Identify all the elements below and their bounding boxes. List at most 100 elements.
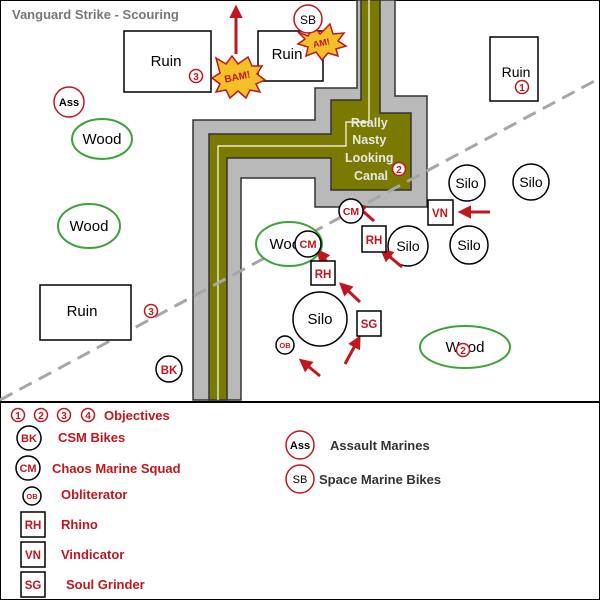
svg-text:1: 1 (15, 411, 21, 422)
svg-text:Ruin: Ruin (502, 64, 531, 80)
objective-marker-3-ruin: 3 (188, 68, 204, 84)
svg-text:RH: RH (366, 235, 383, 247)
unit-ass: Ass (53, 86, 85, 118)
wood-2: Wood (57, 203, 121, 249)
svg-text:BK: BK (21, 433, 37, 445)
svg-text:3: 3 (61, 411, 67, 422)
canal-label-line-1: Really (351, 116, 388, 130)
svg-text:Ass: Ass (290, 440, 310, 452)
svg-text:SG: SG (25, 580, 42, 592)
svg-text:RH: RH (25, 520, 42, 532)
svg-text:2: 2 (396, 165, 402, 176)
svg-text:RH: RH (315, 269, 332, 281)
canal: Really Nasty Looking Canal (192, 0, 428, 401)
canal-label-line-2: Nasty (352, 133, 386, 147)
unit-sb: SB (293, 4, 323, 34)
legend-objective-2: 2 (33, 407, 49, 423)
svg-text:Ass: Ass (59, 97, 79, 109)
svg-text:BK: BK (161, 365, 178, 377)
svg-text:2: 2 (38, 411, 44, 422)
svg-text:Space Marine Bikes: Space Marine Bikes (319, 472, 441, 487)
svg-text:CM: CM (299, 239, 316, 251)
legend-ob: OB Obliterator (22, 486, 127, 506)
legend-sb: SB Space Marine Bikes (285, 464, 441, 494)
canal-label-line-3: Looking (345, 151, 394, 165)
svg-text:VN: VN (25, 550, 41, 562)
svg-text:CSM Bikes: CSM Bikes (58, 430, 125, 445)
svg-text:Wood: Wood (83, 131, 122, 148)
svg-text:Silo: Silo (307, 311, 332, 328)
svg-text:Silo: Silo (396, 238, 420, 254)
svg-text:OB: OB (279, 341, 291, 350)
unit-bk: BK (155, 355, 183, 383)
objective-marker-2-canal: 2 (391, 161, 407, 177)
svg-text:Ruin: Ruin (151, 53, 182, 70)
arrow-rh-1-icon (379, 248, 403, 269)
unit-rh-1: RH (361, 225, 387, 253)
silo-1: Silo (448, 164, 486, 202)
svg-text:Vindicator: Vindicator (61, 547, 124, 562)
silo-5: Silo (292, 291, 348, 347)
objective-marker-2-wood: 2 (455, 342, 471, 358)
arrow-sg-icon (343, 335, 361, 365)
svg-text:Ruin: Ruin (272, 46, 303, 63)
legend-objectives-label: Objectives (104, 408, 170, 423)
ruin-left: Ruin (39, 284, 132, 341)
svg-text:Silo: Silo (457, 237, 481, 253)
svg-text:SB: SB (300, 13, 316, 27)
arrow-rh-2-icon (339, 282, 362, 304)
svg-text:3: 3 (148, 307, 154, 318)
wood-1: Wood (71, 118, 133, 160)
svg-text:VN: VN (432, 208, 448, 220)
legend-objectives: 1 2 3 4 Objectives (10, 407, 170, 423)
silo-2: Silo (512, 163, 550, 201)
movement-arrows (229, 4, 490, 378)
svg-text:3: 3 (193, 72, 199, 83)
svg-text:Chaos Marine Squad: Chaos Marine Squad (52, 461, 181, 476)
legend-ass: Ass Assault Marines (285, 430, 430, 460)
svg-text:SG: SG (361, 319, 378, 331)
svg-text:BAM!: BAM! (224, 69, 252, 85)
svg-text:Silo: Silo (455, 175, 479, 191)
legend-sg: SG Soul Grinder (20, 571, 145, 598)
svg-text:Ruin: Ruin (67, 303, 98, 320)
objective-marker-1: 1 (514, 79, 530, 95)
map-title: Vanguard Strike - Scouring (12, 7, 179, 22)
svg-text:CM: CM (19, 463, 36, 475)
unit-rh-2: RH (310, 260, 336, 286)
unit-ob: OB (275, 335, 295, 355)
svg-text:2: 2 (460, 346, 466, 357)
unit-cm-2: CM (294, 230, 322, 258)
svg-text:AM!: AM! (312, 36, 331, 49)
svg-text:OB: OB (26, 492, 38, 501)
svg-text:4: 4 (85, 411, 91, 422)
svg-text:Soul Grinder: Soul Grinder (66, 577, 145, 592)
legend-objective-4: 4 (80, 407, 96, 423)
svg-text:Silo: Silo (519, 174, 543, 190)
legend-bk: BK CSM Bikes (16, 425, 125, 451)
unit-vn: VN (427, 199, 454, 226)
ruin-top-right: Ruin (489, 36, 539, 102)
svg-text:SB: SB (293, 474, 308, 486)
legend-objective-1: 1 (10, 407, 26, 423)
silo-3: Silo (387, 225, 429, 267)
objective-marker-3-left: 3 (143, 303, 159, 319)
bam-explosion-icon: BAM! (210, 54, 267, 100)
canal-label: Really Nasty Looking Canal (345, 116, 397, 183)
unit-cm-1: CM (338, 198, 364, 224)
silo-4: Silo (449, 225, 489, 265)
svg-text:Assault Marines: Assault Marines (330, 438, 430, 453)
legend-objective-3: 3 (56, 407, 72, 423)
svg-text:CM: CM (343, 206, 360, 218)
canal-label-line-4: Canal (354, 169, 388, 183)
unit-sg: SG (356, 310, 382, 337)
legend-rh: RH Rhino (20, 511, 98, 538)
svg-text:Obliterator: Obliterator (61, 487, 127, 502)
svg-text:Wood: Wood (70, 218, 109, 235)
svg-text:1: 1 (519, 83, 525, 94)
svg-text:Rhino: Rhino (61, 517, 98, 532)
legend-cm: CM Chaos Marine Squad (15, 455, 181, 481)
legend-vn: VN Vindicator (20, 541, 124, 568)
